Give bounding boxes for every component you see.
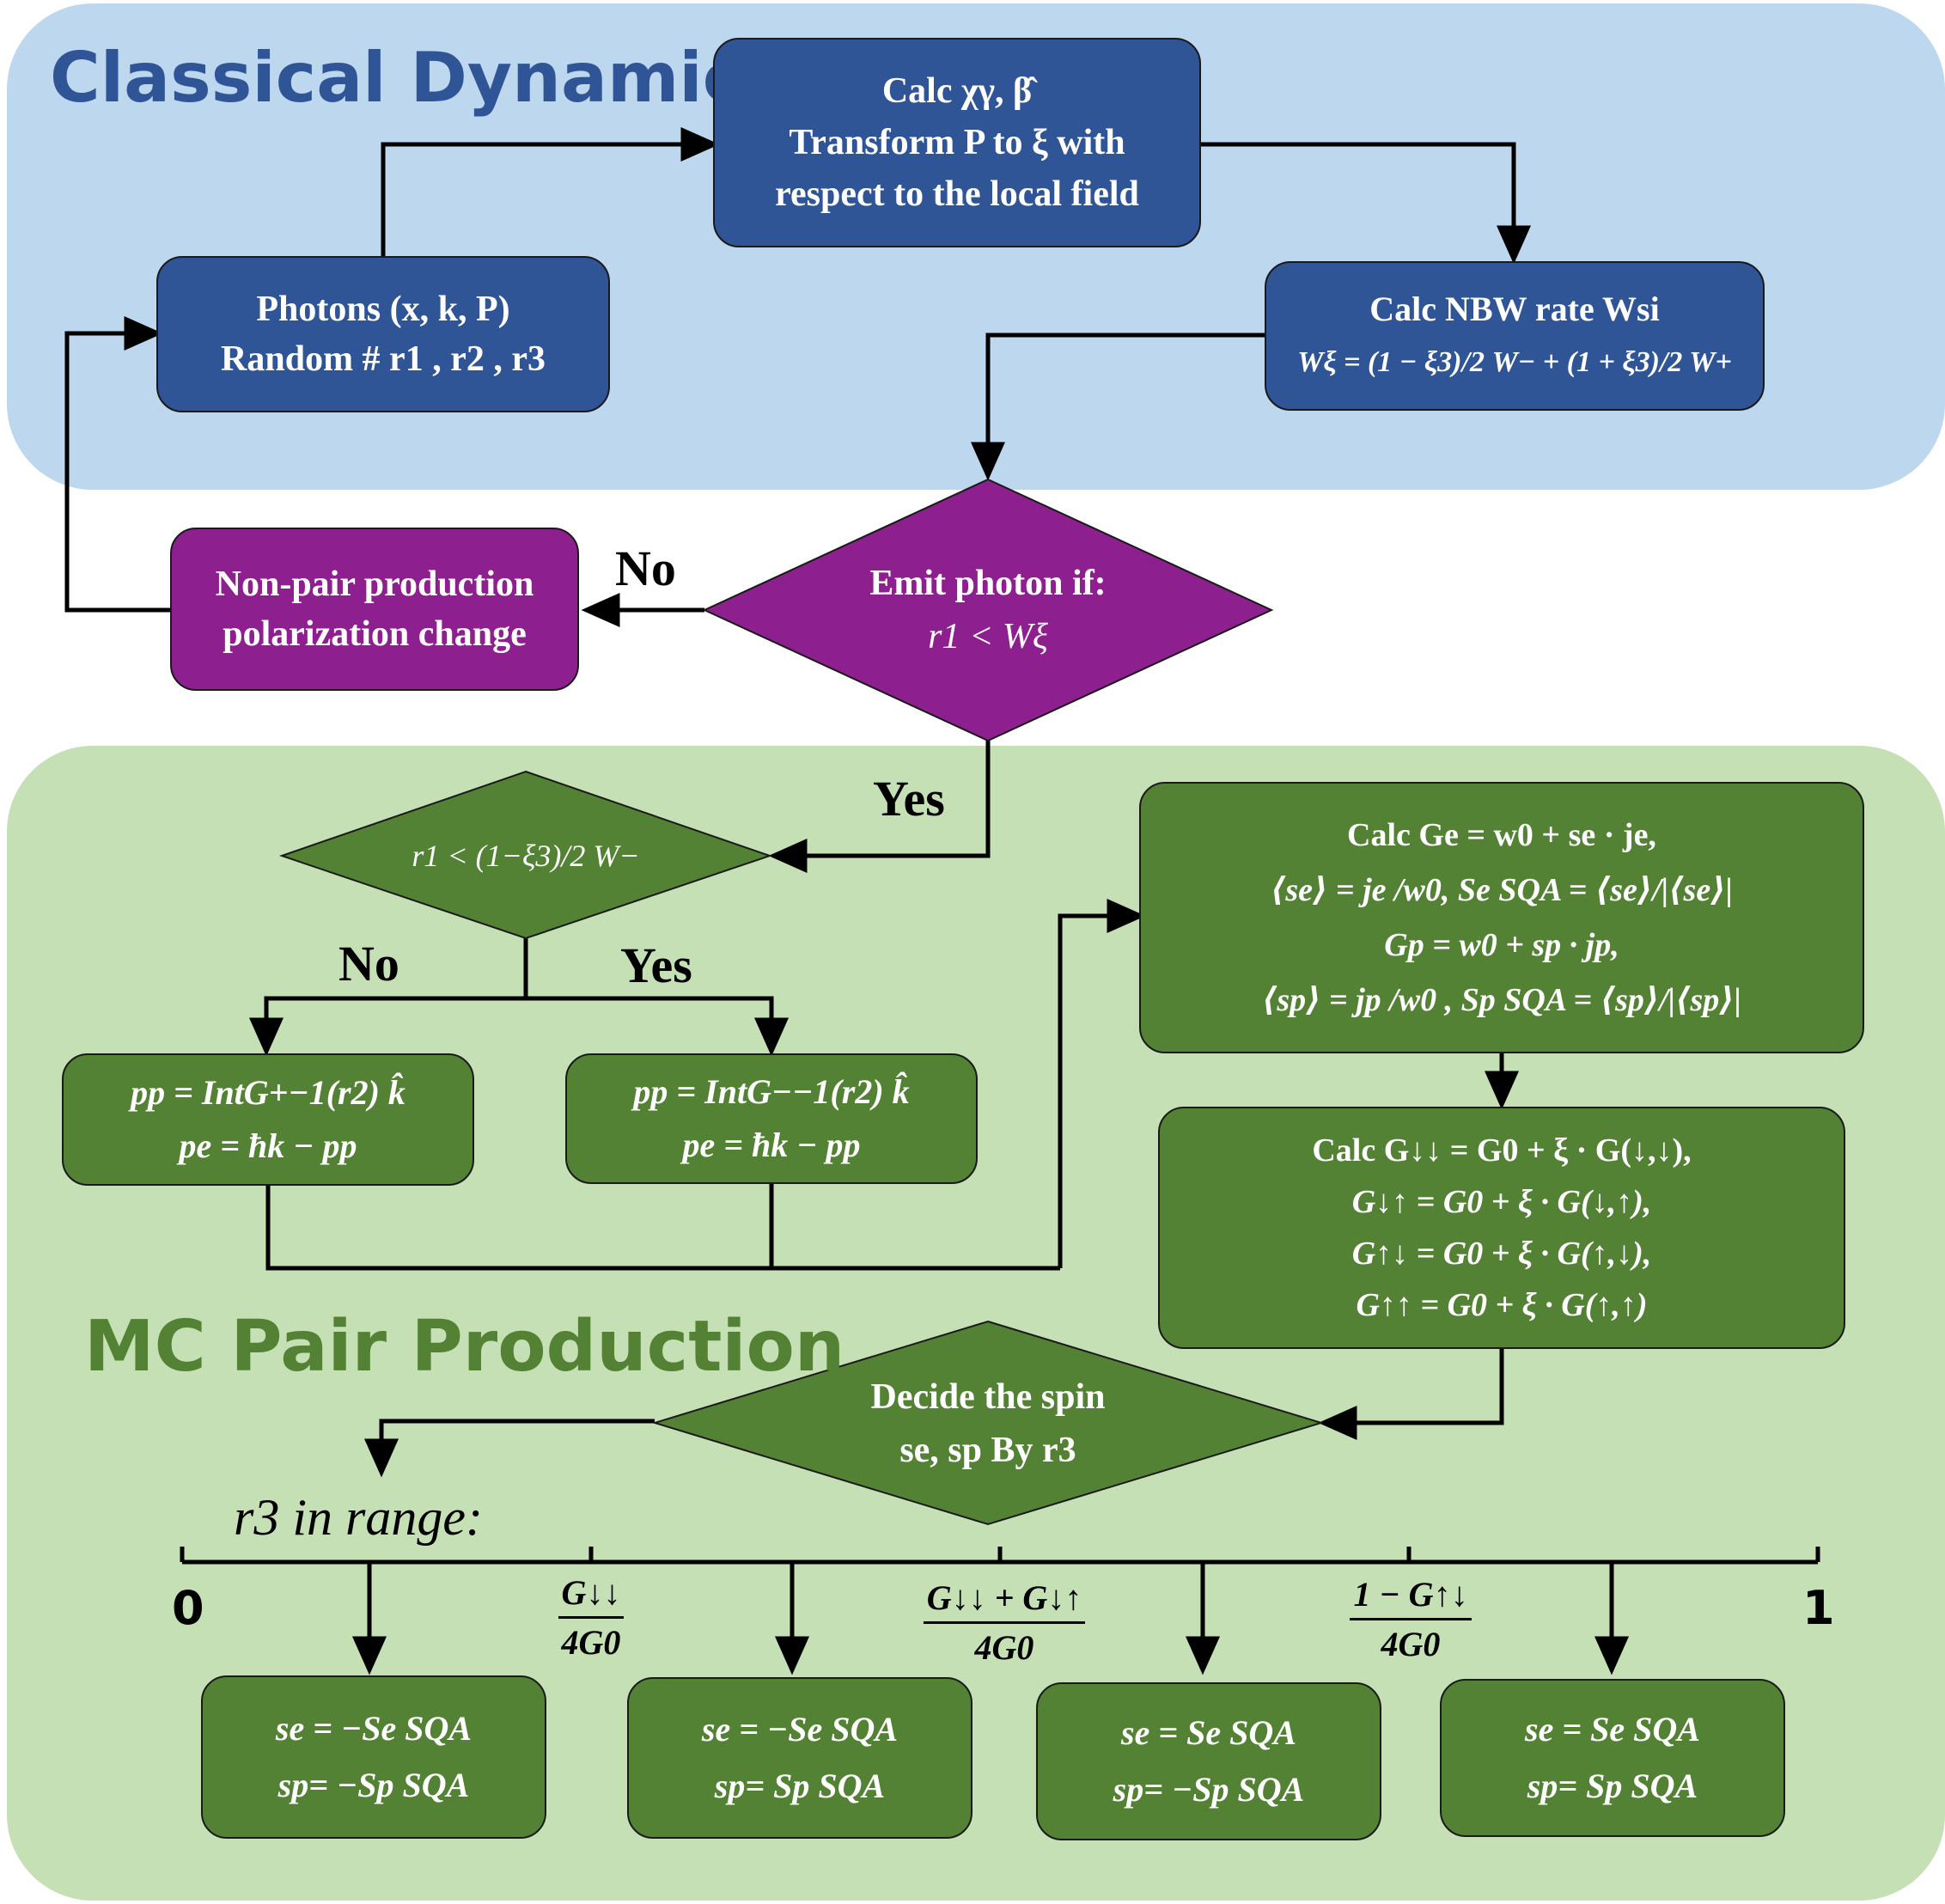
calc-ge-line-4: ⟨sp⟩ = jp /w0 , Sp SQA = ⟨sp⟩/|⟨sp⟩| [1261, 982, 1742, 1018]
calc-ge-box: Calc Ge = w0 + se · je, ⟨se⟩ = je /w0, S… [1139, 782, 1864, 1053]
axis-fraction-2: G↓↓ + G↓↑ 4G0 [914, 1578, 1094, 1668]
outcome-3-line-1: se = Se SQA [1121, 1713, 1296, 1752]
spin-outcome-4: se = Se SQA sp= Sp SQA [1440, 1679, 1785, 1837]
photons-box: Photons (x, k, P) Random # r1 , r2 , r3 [156, 256, 610, 412]
arrow-branch-no [249, 996, 526, 1057]
calc-chi-line-2: Transform P to ξ with [789, 123, 1125, 162]
non-pair-box: Non-pair production polarization change [170, 528, 579, 691]
arrow-calc-g-to-decide [1318, 1349, 1504, 1440]
emit-decision-text: Emit photon if: r1 < Wξ [773, 550, 1203, 670]
calc-chi-line-3: respect to the local field [775, 174, 1139, 214]
pp-minus-box: pp = IntG−−1(r2) k̂ pe = ħk − pp [565, 1053, 978, 1184]
emit-decision-diamond [702, 478, 1274, 742]
classical-dynamics-title: Classical Dynamics [50, 38, 784, 118]
axis-start-label: 0 [172, 1581, 204, 1635]
label-yes-top: Yes [873, 771, 945, 827]
spin-outcome-3: se = Se SQA sp= −Sp SQA [1036, 1682, 1381, 1840]
calc-ge-line-1: Calc Ge = w0 + se · je, [1347, 817, 1656, 853]
calc-nbw-box: Calc NBW rate Wsi Wξ = (1 − ξ3)/2 W− + (… [1265, 261, 1765, 411]
pp-plus-line-2: pe = ħk − pp [179, 1126, 357, 1165]
pp-plus-line-1: pp = IntG+−1(r2) k̂ [131, 1073, 405, 1112]
decide-spin-text: Decide the spin se, sp By r3 [773, 1368, 1203, 1480]
fraction-1-numerator: G↓↓ [558, 1572, 625, 1619]
spin-outcome-1: se = −Se SQA sp= −Sp SQA [201, 1675, 546, 1839]
calc-g-line-1: Calc G↓↓ = G0 + ξ · G(↓,↓), [1312, 1132, 1692, 1169]
axis-end-label: 1 [1802, 1581, 1835, 1635]
outcome-4-line-1: se = Se SQA [1525, 1710, 1700, 1748]
calc-g-line-2: G↓↑ = G0 + ξ · G(↓,↑), [1351, 1184, 1652, 1220]
decide-line-1: Decide the spin [870, 1377, 1106, 1417]
decide-spin-diamond [651, 1320, 1325, 1526]
outcome-1-line-1: se = −Se SQA [275, 1709, 473, 1748]
calc-ge-line-2: ⟨se⟩ = je /w0, Se SQA = ⟨se⟩/|⟨se⟩| [1271, 872, 1733, 908]
label-r3-range: r3 in range: [234, 1489, 483, 1546]
line-pp-plus-down [265, 1186, 1060, 1271]
label-no-left: No [338, 936, 399, 992]
pp-minus-line-1: pp = IntG−−1(r2) k̂ [633, 1072, 910, 1111]
calc-nbw-line-2: Wξ = (1 − ξ3)/2 W− + (1 + ξ3)/2 W+ [1297, 346, 1732, 378]
axis-fraction-3: 1 − G↑↓ 4G0 [1335, 1574, 1486, 1664]
outcome-2-line-1: se = −Se SQA [701, 1710, 899, 1748]
axis-fraction-1: G↓↓ 4G0 [541, 1572, 641, 1663]
r1-condition-text: r1 < (1−ξ3)/2 W− [344, 821, 708, 890]
decide-line-2: se, sp By r3 [899, 1431, 1076, 1470]
calc-nbw-line-1: Calc NBW rate Wsi [1369, 290, 1660, 328]
arrow-non-pair-to-photons [64, 316, 170, 613]
spin-outcome-2: se = −Se SQA sp= Sp SQA [627, 1677, 972, 1839]
r1-condition-diamond [278, 770, 773, 940]
calc-chi-box: Calc χγ, β̂ Transform P to ξ with respec… [713, 38, 1201, 247]
pair-production-title: MC Pair Production [84, 1306, 845, 1388]
r1-condition-line: r1 < (1−ξ3)/2 W− [412, 839, 640, 873]
arrow-branch-yes [526, 996, 789, 1057]
fraction-2-numerator: G↓↓ + G↓↑ [923, 1578, 1086, 1624]
photons-line-2: Random # r1 , r2 , r3 [221, 339, 546, 379]
fraction-2-denominator: 4G0 [974, 1628, 1034, 1667]
outcome-2-line-2: sp= Sp SQA [714, 1767, 886, 1805]
emit-line-1: Emit photon if: [869, 564, 1107, 603]
arrow-calc-chi-to-nbw [1201, 142, 1531, 265]
arrow-photons-to-calc-chi [381, 127, 720, 256]
pp-plus-box: pp = IntG+−1(r2) k̂ pe = ħk − pp [62, 1053, 474, 1186]
non-pair-line-2: polarization change [223, 614, 527, 654]
arrow-nbw-to-emit [971, 333, 1265, 481]
calc-g-line-3: G↑↓ = G0 + ξ · G(↑,↓), [1351, 1236, 1652, 1272]
photons-line-1: Photons (x, k, P) [256, 290, 510, 329]
fraction-3-numerator: 1 − G↑↓ [1350, 1574, 1472, 1620]
fraction-1-denominator: 4G0 [561, 1623, 621, 1662]
fraction-3-denominator: 4G0 [1381, 1625, 1441, 1663]
outcome-4-line-2: sp= Sp SQA [1527, 1767, 1698, 1805]
calc-chi-line-1: Calc χγ, β̂ [881, 71, 1033, 111]
calc-ge-line-3: Gp = w0 + sp · jp, [1384, 927, 1619, 963]
arrow-decide-to-range [364, 1419, 655, 1478]
arrow-emit-to-r1-condition [768, 741, 991, 873]
arrow-merge-to-calc-ge [1058, 899, 1146, 1268]
calc-g-line-4: G↑↑ = G0 + ξ · G(↑,↑) [1356, 1287, 1648, 1323]
non-pair-line-1: Non-pair production [215, 564, 534, 604]
calc-g-box: Calc G↓↓ = G0 + ξ · G(↓,↓), G↓↑ = G0 + ξ… [1158, 1107, 1845, 1349]
emit-line-2: r1 < Wξ [928, 617, 1048, 656]
label-yes-mid: Yes [620, 937, 692, 993]
label-no-top: No [615, 540, 676, 596]
outcome-1-line-2: sp= −Sp SQA [277, 1766, 470, 1804]
pp-minus-line-2: pe = ħk − pp [682, 1126, 861, 1164]
outcome-3-line-2: sp= −Sp SQA [1113, 1770, 1305, 1809]
